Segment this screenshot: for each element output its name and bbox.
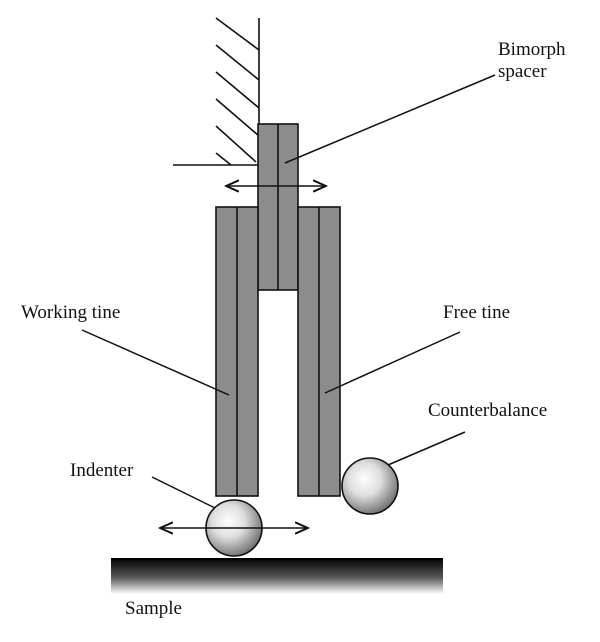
- working-tine: [215, 206, 259, 497]
- label-indenter: Indenter: [70, 460, 134, 481]
- label-free-tine: Free tine: [443, 302, 510, 323]
- working-tine-leader-line: [81, 329, 230, 396]
- label-spacer: spacer: [498, 61, 547, 82]
- counterbalance-ball: [341, 457, 399, 515]
- bimorph-leader-line: [284, 74, 496, 164]
- bimorph-spacer: [257, 123, 299, 291]
- label-bimorph: Bimorph: [498, 39, 566, 60]
- indenter-leader-line: [151, 476, 216, 509]
- sample-block: [111, 558, 443, 594]
- label-counterbalance: Counterbalance: [428, 400, 547, 421]
- free-tine: [297, 206, 341, 497]
- label-working-tine: Working tine: [21, 302, 120, 323]
- wall-support: [173, 17, 260, 166]
- counterbalance-leader-line: [387, 431, 466, 466]
- label-sample: Sample: [125, 598, 182, 619]
- free-tine-leader-line: [324, 331, 461, 394]
